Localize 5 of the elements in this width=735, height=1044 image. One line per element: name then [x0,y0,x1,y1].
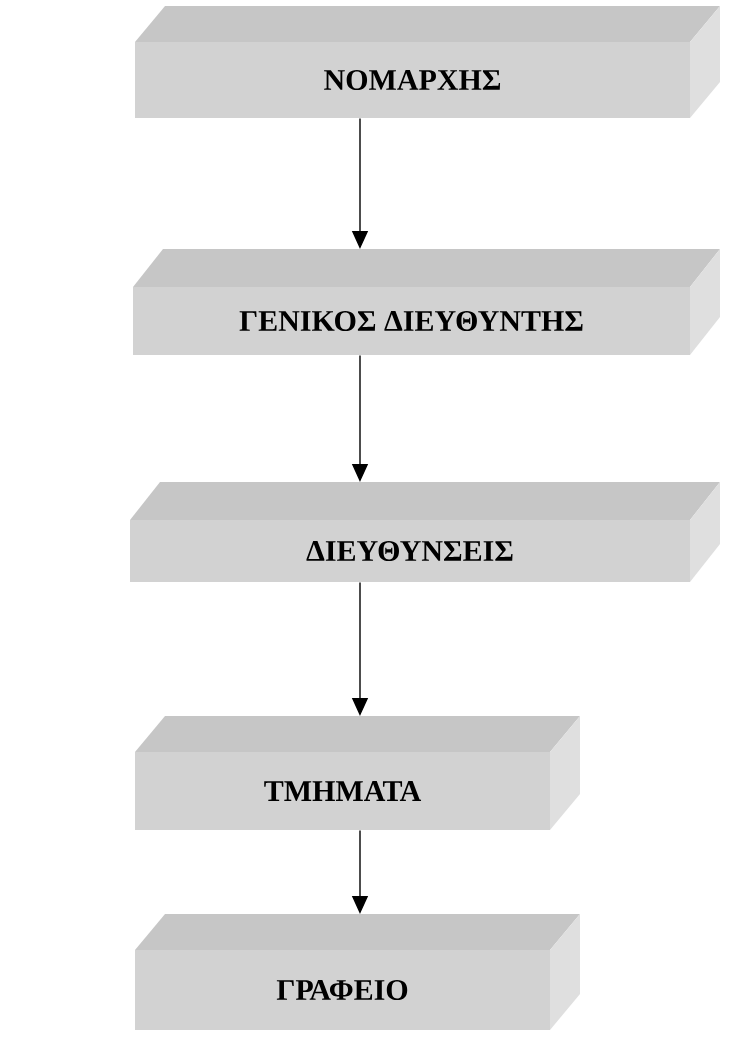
bar-box: ΓΕΝΙΚΟΣ ΔΙΕΥΘΥΝΤΗΣ [133,249,720,355]
bar-box: ΔΙΕΥΘΥΝΣΕΙΣ [130,482,720,582]
bar-box: ΤΜΗΜΑΤΑ [135,716,580,830]
bar-box: ΝΟΜΑΡΧΗΣ [135,6,720,118]
bar-box: ΓΡΑΦΕΙΟ [135,914,580,1030]
